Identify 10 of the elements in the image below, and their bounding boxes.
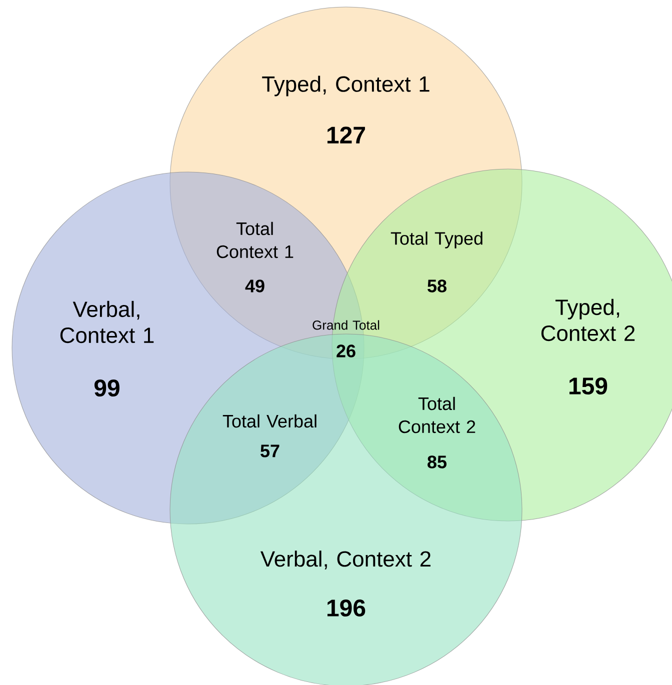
region-label: Total Verbal — [222, 414, 316, 428]
region-count: 26 — [336, 344, 356, 358]
region-count: 85 — [428, 456, 447, 468]
region-count: 49 — [245, 280, 264, 292]
region-label: Total Typed — [390, 232, 482, 248]
region-count: 58 — [428, 280, 446, 292]
region-count: 57 — [260, 444, 280, 458]
region-label: Grand Total — [312, 320, 380, 330]
region-label: Total Context 2 — [398, 396, 476, 434]
region-label: Total Context 1 — [216, 222, 294, 258]
